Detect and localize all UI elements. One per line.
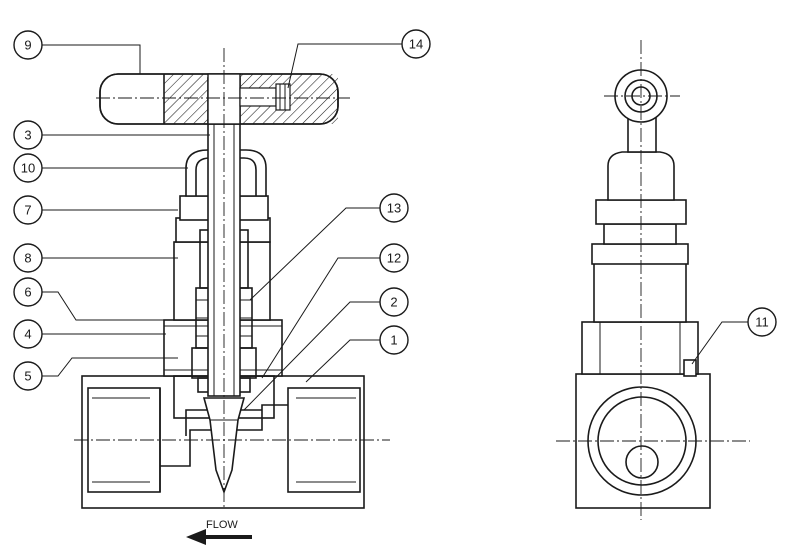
callout-13: 13 <box>379 193 409 223</box>
flow-arrow: FLOW <box>186 519 252 545</box>
callout-leaders <box>42 43 748 411</box>
callout-11: 11 <box>747 307 777 337</box>
svg-text:7: 7 <box>24 203 31 218</box>
svg-text:14: 14 <box>409 37 423 52</box>
svg-text:3: 3 <box>24 128 31 143</box>
callout-5: 5 <box>13 361 43 391</box>
svg-text:8: 8 <box>24 251 31 266</box>
svg-text:11: 11 <box>755 315 769 330</box>
callout-6: 6 <box>13 277 43 307</box>
callout-8: 8 <box>13 243 43 273</box>
svg-text:1: 1 <box>390 333 397 348</box>
callout-7: 7 <box>13 195 43 225</box>
callout-10: 10 <box>13 153 43 183</box>
flow-label: FLOW <box>206 519 238 531</box>
svg-text:5: 5 <box>24 369 31 384</box>
svg-text:4: 4 <box>24 327 31 342</box>
section-view: FLOW <box>74 48 390 545</box>
svg-text:6: 6 <box>24 285 31 300</box>
callout-14: 14 <box>401 29 431 59</box>
handle <box>99 73 339 125</box>
svg-text:12: 12 <box>387 251 401 266</box>
side-view <box>556 40 750 520</box>
callout-1: 1 <box>379 325 409 355</box>
svg-text:13: 13 <box>387 201 401 216</box>
svg-text:9: 9 <box>24 38 31 53</box>
svg-text:2: 2 <box>390 295 397 310</box>
callout-2: 2 <box>379 287 409 317</box>
callout-12: 12 <box>379 243 409 273</box>
svg-text:10: 10 <box>21 161 35 176</box>
callout-4: 4 <box>13 319 43 349</box>
callout-9: 9 <box>13 30 43 60</box>
callout-3: 3 <box>13 120 43 150</box>
